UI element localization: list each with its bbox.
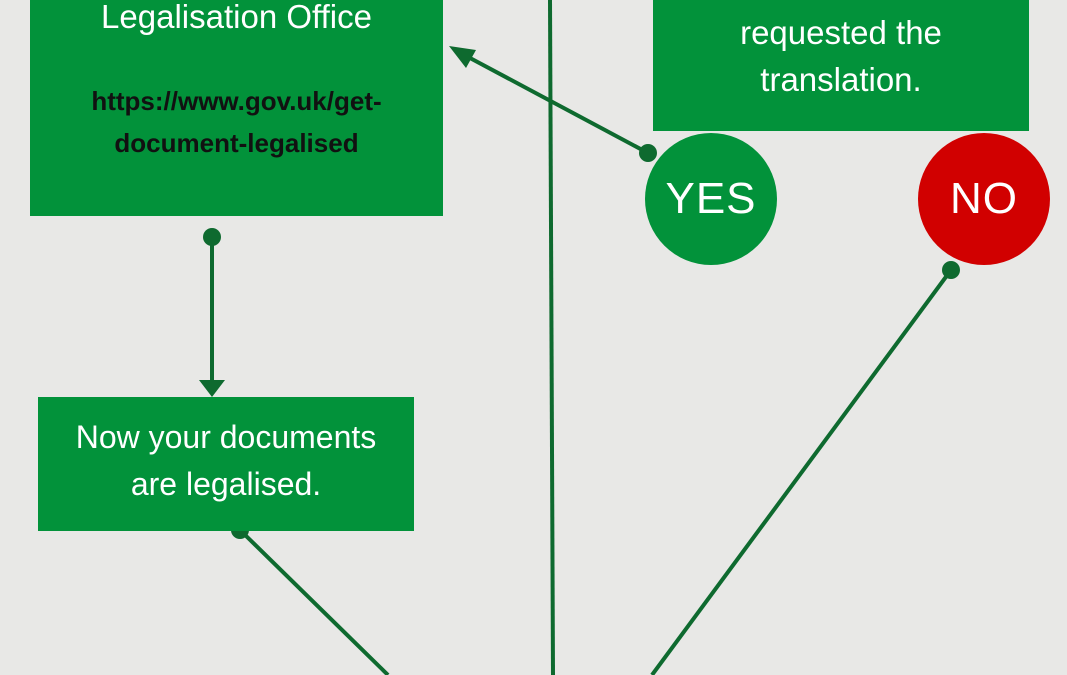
no-down-line bbox=[650, 268, 953, 675]
office-to-legalised-arrowhead bbox=[199, 380, 225, 397]
no-label: NO bbox=[950, 174, 1018, 223]
requested-line2: translation. bbox=[760, 61, 922, 98]
legalisation-url-line1[interactable]: https://www.gov.uk/get- bbox=[91, 86, 382, 116]
yes-decision-circle: YES bbox=[645, 133, 777, 265]
documents-legalised-box: Now your documents are legalised. bbox=[38, 397, 414, 531]
requested-translation-box: requested the translation. bbox=[653, 0, 1029, 131]
yes-label: YES bbox=[665, 174, 757, 223]
legalisation-url-line2[interactable]: document-legalised bbox=[114, 128, 359, 158]
legalised-down-line bbox=[238, 528, 390, 675]
yes-to-office-arrowhead bbox=[449, 46, 476, 68]
yes-arrow-start-dot bbox=[639, 144, 657, 162]
legalised-line1: Now your documents bbox=[75, 419, 377, 455]
legalisation-office-title: Legalisation Office bbox=[101, 0, 372, 35]
requested-line1: requested the bbox=[740, 14, 942, 51]
no-decision-circle: NO bbox=[918, 133, 1050, 265]
legalised-line2: are legalised. bbox=[130, 466, 322, 502]
center-divider-line bbox=[548, 0, 555, 675]
yes-to-office-arrow bbox=[454, 48, 649, 155]
legalisation-office-box: Legalisation Office https://www.gov.uk/g… bbox=[30, 0, 443, 216]
